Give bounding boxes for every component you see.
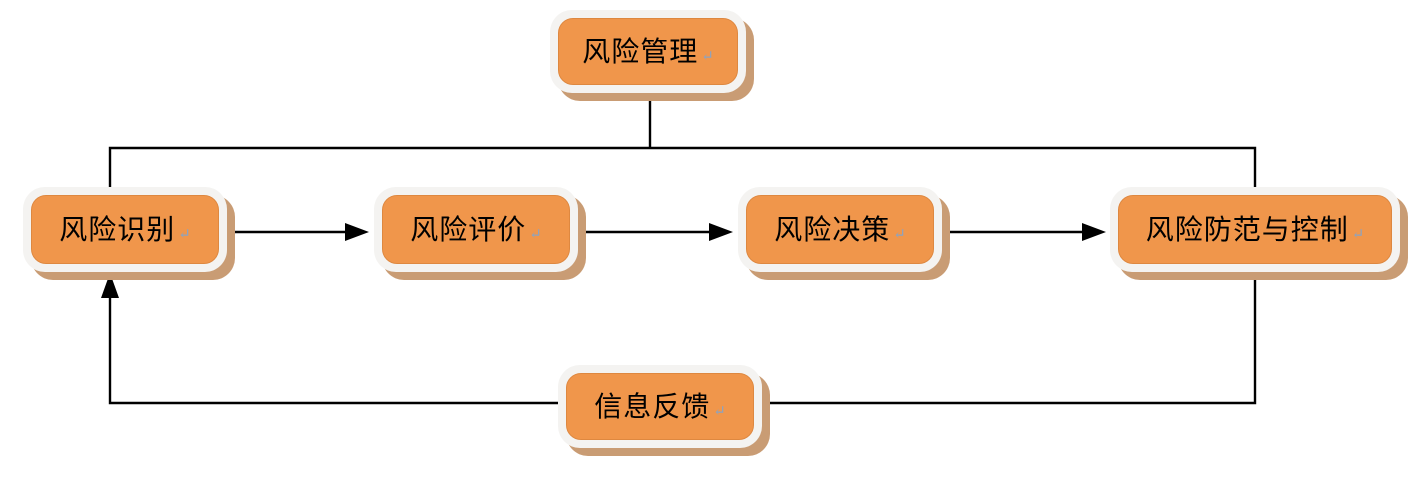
node-risk-evaluation: 风险评价 ↵ — [374, 187, 578, 272]
arrowhead-evaluate-to-decide — [709, 223, 733, 241]
paragraph-mark-icon: ↵ — [893, 224, 906, 243]
node-risk-evaluation-label: 风险评价 — [410, 212, 527, 246]
paragraph-mark-icon: ↵ — [529, 224, 542, 243]
arrowhead-decide-to-control — [1082, 223, 1106, 241]
connector-top-bus — [108, 146, 1257, 187]
node-risk-prevention-control-fill: 风险防范与控制 ↵ — [1118, 195, 1392, 264]
node-information-feedback: 信息反馈 ↵ — [558, 365, 762, 448]
node-risk-identification: 风险识别 ↵ — [23, 187, 227, 272]
node-risk-identification-fill: 风险识别 ↵ — [31, 195, 219, 264]
node-risk-decision-label: 风险决策 — [774, 212, 891, 246]
arrowhead-feedback-to-identify — [101, 273, 119, 298]
node-information-feedback-fill: 信息反馈 ↵ — [566, 373, 754, 440]
paragraph-mark-icon: ↵ — [713, 401, 726, 420]
node-risk-prevention-control-label: 风险防范与控制 — [1145, 212, 1349, 246]
node-risk-management-label: 风险管理 — [582, 34, 699, 68]
arrowhead-identify-to-evaluate — [345, 223, 369, 241]
node-information-feedback-label: 信息反馈 — [594, 389, 711, 423]
node-risk-evaluation-fill: 风险评价 ↵ — [382, 195, 570, 264]
node-risk-decision-fill: 风险决策 ↵ — [746, 195, 934, 264]
paragraph-mark-icon: ↵ — [701, 46, 714, 65]
node-risk-management-fill: 风险管理 ↵ — [558, 18, 738, 85]
paragraph-mark-icon: ↵ — [178, 224, 191, 243]
paragraph-mark-icon: ↵ — [1351, 224, 1365, 243]
node-risk-prevention-control: 风险防范与控制 ↵ — [1110, 187, 1400, 272]
node-risk-management: 风险管理 ↵ — [550, 10, 746, 93]
node-risk-identification-label: 风险识别 — [59, 212, 176, 246]
node-risk-decision: 风险决策 ↵ — [738, 187, 942, 272]
